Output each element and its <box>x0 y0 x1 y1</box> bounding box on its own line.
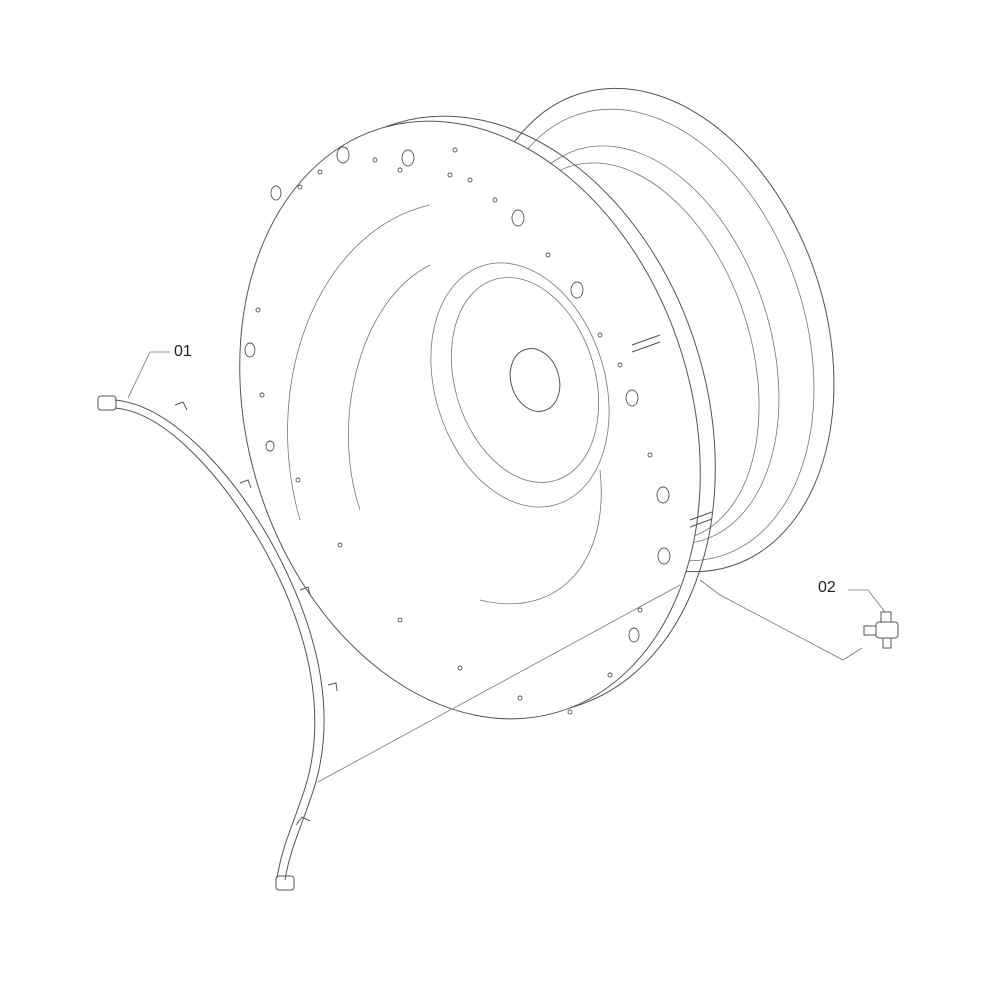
callout-label-01: 01 <box>174 343 192 360</box>
callout-02-leader <box>848 589 886 613</box>
t-fitting <box>863 611 899 649</box>
bolt-holes <box>244 146 671 715</box>
pipe-assembly <box>97 395 338 891</box>
pipe-assembly-line <box>317 584 681 783</box>
fitting-assembly-line <box>699 579 863 661</box>
callout-01-leader <box>127 351 170 399</box>
front-disc <box>239 120 701 720</box>
center-hub <box>509 348 561 412</box>
callout-label-02: 02 <box>818 579 836 596</box>
